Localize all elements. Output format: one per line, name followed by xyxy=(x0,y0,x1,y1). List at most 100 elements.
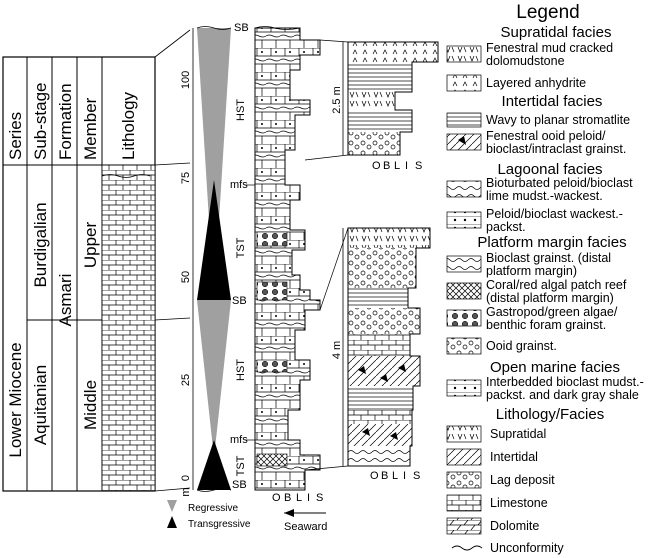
member-upper: Upper xyxy=(81,222,100,269)
swatch-coral-reef xyxy=(446,282,482,300)
legend-item-bioclast-grainst: Bioclast grainst. (distal platform margi… xyxy=(486,252,612,278)
tick-75: 75 xyxy=(180,172,192,184)
texture-axis-main: O B L I S Seaward xyxy=(272,492,327,533)
series-lower-miocene: Lower Miocene xyxy=(6,342,25,457)
swatch-gastropod-grainst xyxy=(446,309,482,327)
lower-axis-l: L xyxy=(392,470,398,482)
legend-item-anhydrite: Layered anhydrite xyxy=(486,76,586,90)
lower-zoom-scale: 4 m xyxy=(331,341,343,359)
tick-100: 100 xyxy=(180,71,192,89)
upper-axis-l: L xyxy=(394,160,400,172)
strat-table: Series Sub-stage Formation Member Lithol… xyxy=(2,56,156,492)
legend: Legend Supratidal facies Fenestral mud c… xyxy=(446,2,644,555)
tick-0: 0 xyxy=(180,475,192,481)
label-hst-lower: HST xyxy=(235,359,247,381)
upper-axis-o: O xyxy=(372,160,381,172)
axis-o: O xyxy=(272,492,281,504)
header-formation: Formation xyxy=(56,83,75,160)
axis-b: B xyxy=(284,492,291,504)
swatch-fenestral-dolomudstone xyxy=(446,45,482,63)
transgressive-symbol xyxy=(167,516,177,528)
swatch-bioclast-grainst xyxy=(446,255,482,273)
transgressive-label: Transgressive xyxy=(188,519,251,530)
upper-axis-i: I xyxy=(405,160,408,172)
axis-l: L xyxy=(296,492,302,504)
legend-item-lag-deposit: Lag deposit xyxy=(490,473,555,487)
substage-aquitanian: Aquitanian xyxy=(31,365,50,445)
swatch-anhydrite xyxy=(446,74,482,92)
tick-25: 25 xyxy=(180,374,192,386)
label-sb-bottom: SB xyxy=(232,479,247,491)
legend-item-limestone: Limestone xyxy=(490,496,548,510)
swatch-lag-deposit xyxy=(446,471,482,489)
regressive-symbol xyxy=(167,500,177,512)
lower-axis-s: S xyxy=(413,470,420,482)
lower-axis-i: I xyxy=(403,470,406,482)
zoom-lower: 4 m O B L I S xyxy=(304,227,431,482)
swatch-intertidal xyxy=(446,448,482,466)
legend-item-dolomite: Dolomite xyxy=(490,519,539,533)
legend-item-coral-reef: Coral/red algal patch reef (distal platf… xyxy=(486,279,627,305)
header-series: Series xyxy=(6,112,25,160)
member-middle: Middle xyxy=(81,380,100,430)
legend-item-stromatolite: Wavy to planar stromatlite xyxy=(486,113,630,127)
label-hst-upper: HST xyxy=(235,99,247,121)
upper-axis-b: B xyxy=(383,160,390,172)
label-mfs-lower: mfs xyxy=(230,434,248,446)
cycle-triangles xyxy=(196,26,232,492)
legend-item-unconformity: Unconformity xyxy=(490,541,564,555)
label-tst-lower: TST xyxy=(235,455,247,476)
header-member: Member xyxy=(81,97,100,160)
legend-heading-lithology: Lithology/Facies xyxy=(496,406,604,423)
swatch-stromatolite xyxy=(446,112,482,128)
zoom-upper: 2.5 m O B L I S xyxy=(304,39,439,172)
swatch-interbedded-shale xyxy=(446,379,482,397)
swatch-bioturbated xyxy=(446,180,482,198)
legend-title: Legend xyxy=(516,2,579,23)
lower-axis-o: O xyxy=(370,470,379,482)
upper-zoom-scale: 2.5 m xyxy=(331,86,343,114)
label-sb-mid: SB xyxy=(232,295,247,307)
formation-asmari: Asmari xyxy=(56,274,75,327)
legend-item-intertidal: Intertidal xyxy=(490,450,538,464)
unit-m: m xyxy=(180,487,192,496)
substage-burdigalian: Burdigalian xyxy=(31,202,50,287)
header-lithology: Lithology xyxy=(119,91,138,160)
legend-heading-supratidal: Supratidal facies xyxy=(501,24,612,41)
legend-heading-open-marine: Open marine facies xyxy=(490,359,620,376)
legend-item-fenestral-ooid: Fenestral ooid peloid/ bioclast/intracla… xyxy=(486,130,627,156)
legend-heading-platform-margin: Platform margin facies xyxy=(477,234,626,251)
swatch-peloid-wackest xyxy=(446,211,482,229)
legend-item-gastropod-grainst: Gastropod/green algae/ benthic foram gra… xyxy=(486,306,618,332)
sequence-labels: SB HST mfs TST SB HST mfs TST SB xyxy=(230,22,256,491)
unconformity-symbol xyxy=(451,545,483,551)
seaward-label: Seaward xyxy=(284,521,327,533)
swatch-ooid-grainst xyxy=(446,337,482,355)
depth-scale: 100 75 50 25 0 m xyxy=(180,28,194,497)
legend-item-ooid-grainst: Ooid grainst. xyxy=(486,339,557,353)
legend-item-supratidal: Supratidal xyxy=(490,427,546,441)
legend-heading-lagoonal: Lagoonal facies xyxy=(497,161,602,178)
facies-column xyxy=(254,26,321,491)
lower-axis-b: B xyxy=(381,470,388,482)
legend-item-peloid-wackest: Peloid/bioclast wackest.- packst. xyxy=(486,208,623,234)
axis-i: I xyxy=(307,492,310,504)
swatch-dolomite xyxy=(446,517,482,535)
swatch-supratidal xyxy=(446,425,482,443)
tick-50: 50 xyxy=(180,271,192,283)
upper-axis-s: S xyxy=(415,160,422,172)
label-sb-top: SB xyxy=(234,22,249,34)
legend-item-bioturbated: Bioturbated peloid/bioclast lime mudst.-… xyxy=(486,177,633,203)
header-substage: Sub-stage xyxy=(31,83,50,161)
cycle-legend: Regressive Transgressive xyxy=(167,500,251,530)
swatch-limestone xyxy=(446,494,482,512)
correlation-lines xyxy=(154,29,191,492)
legend-item-interbedded-shale: Interbedded bioclast mudst.- packst. and… xyxy=(486,376,644,402)
label-mfs-upper: mfs xyxy=(230,179,248,191)
axis-s: S xyxy=(316,492,323,504)
regressive-label: Regressive xyxy=(188,503,238,514)
legend-item-fenestral-dolomudstone: Fenestral mud cracked dolomudstone xyxy=(486,42,614,68)
legend-heading-intertidal: Intertidal facies xyxy=(502,93,603,110)
label-tst-upper: TST xyxy=(235,237,247,258)
